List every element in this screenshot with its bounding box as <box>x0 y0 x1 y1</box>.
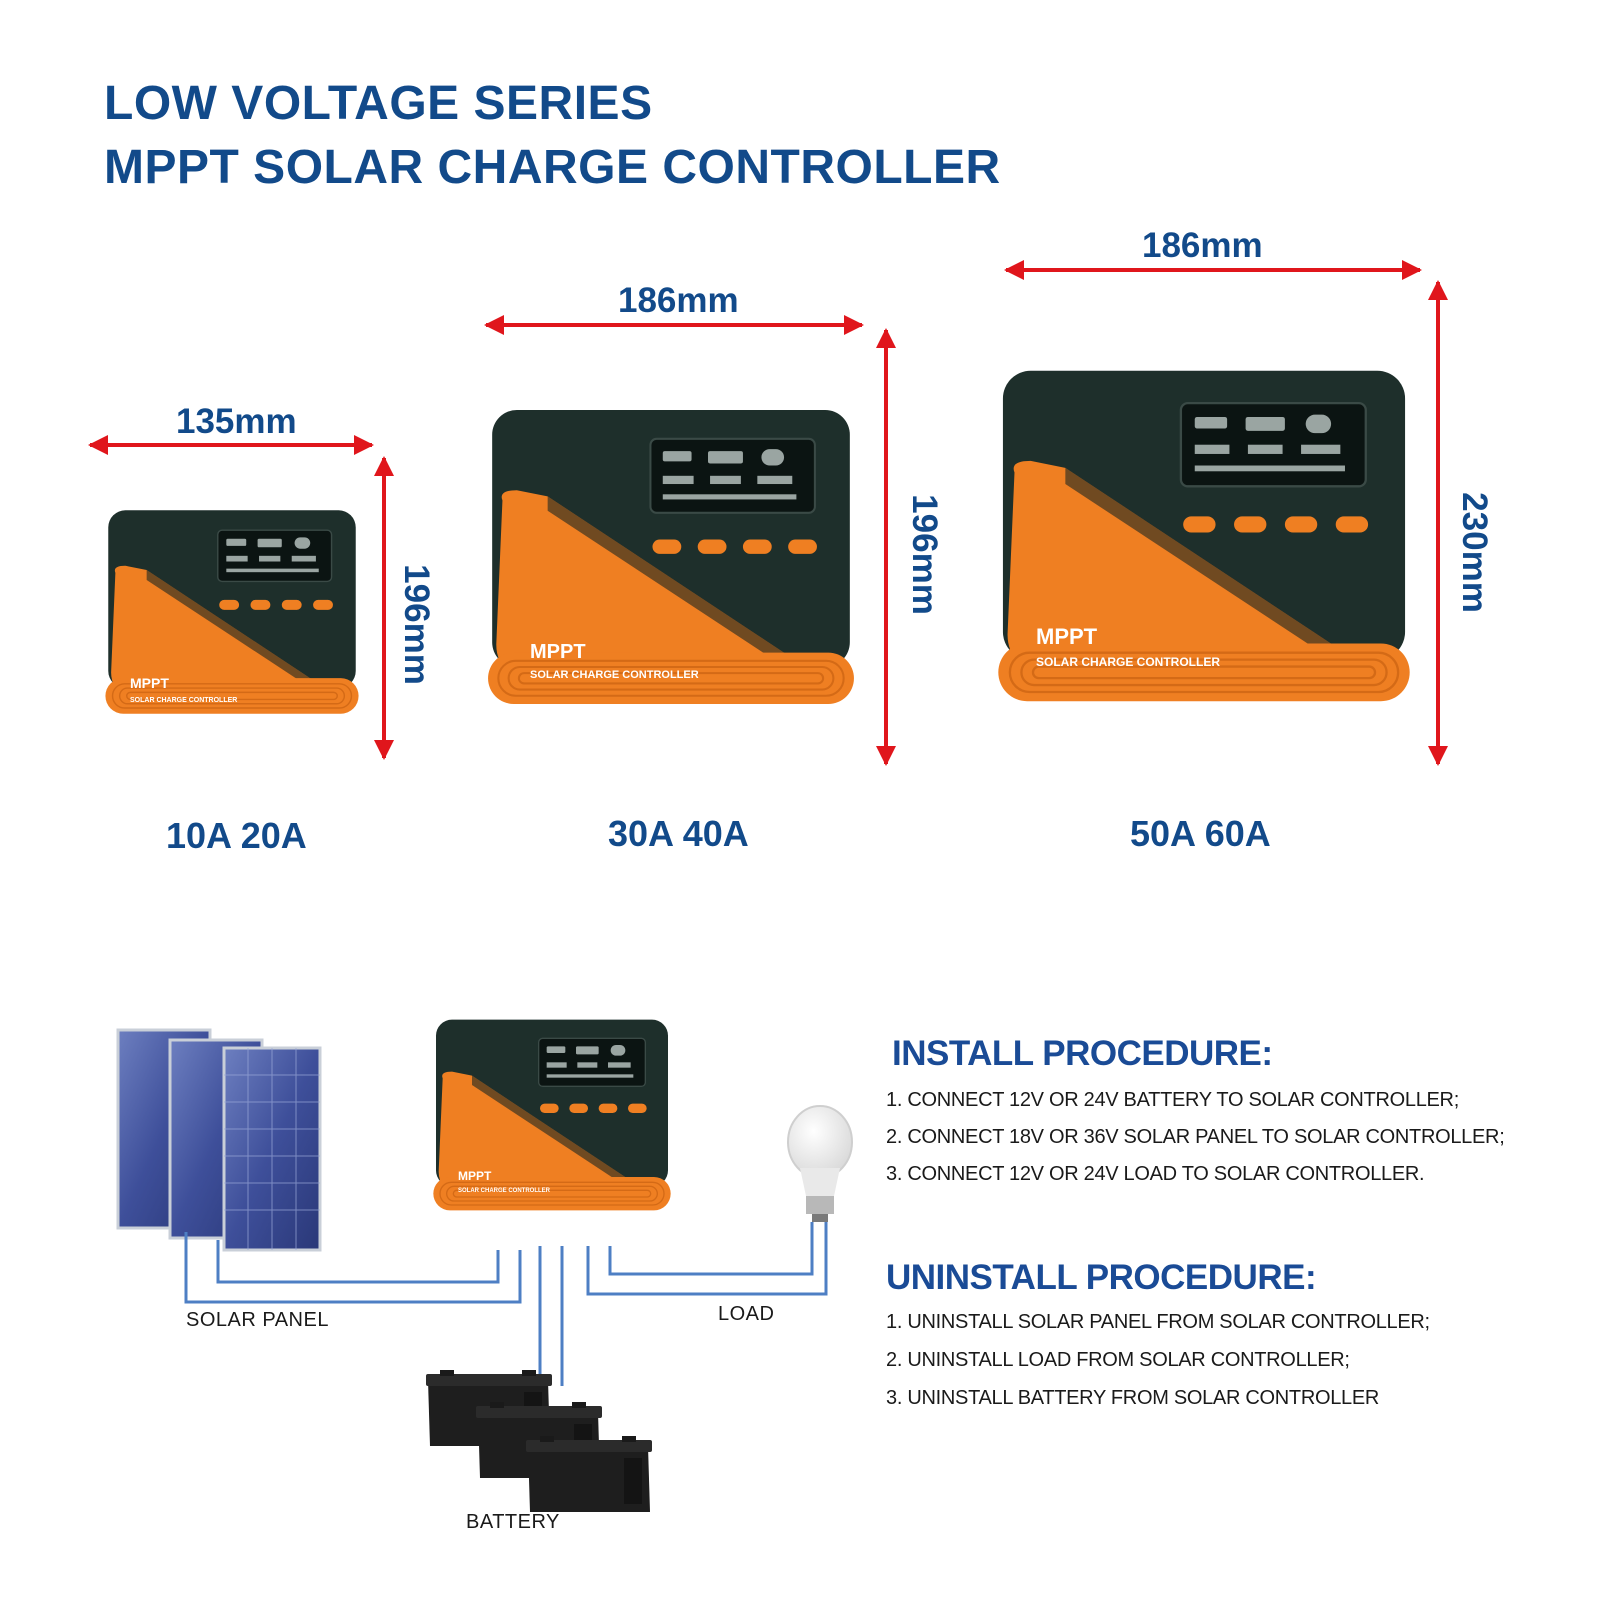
device-brand-small: MPPT <box>130 675 169 691</box>
width-label-medium: 186mm <box>618 281 739 320</box>
title-line-2: MPPT SOLAR CHARGE CONTROLLER <box>104 141 1001 194</box>
device-subtitle-small: SOLAR CHARGE CONTROLLER <box>130 697 237 704</box>
load-label: LOAD <box>718 1303 775 1325</box>
uninstall-step-2: 2. UNINSTALL LOAD FROM SOLAR CONTROLLER; <box>886 1349 1350 1371</box>
uninstall-heading: UNINSTALL PROCEDURE: <box>886 1258 1317 1297</box>
install-heading: INSTALL PROCEDURE: <box>892 1034 1273 1073</box>
height-label-large: 230mm <box>1454 492 1494 613</box>
solar-panel-label: SOLAR PANEL <box>186 1309 329 1331</box>
light-bulb-icon <box>787 1105 853 1222</box>
battery-label: BATTERY <box>466 1511 560 1533</box>
device-brand-large: MPPT <box>1036 624 1098 649</box>
height-label-small: 196mm <box>396 564 436 685</box>
device-subtitle-wiring: SOLAR CHARGE CONTROLLER <box>458 1188 551 1194</box>
wires <box>184 1222 828 1386</box>
model-label-large: 50A 60A <box>1130 813 1271 854</box>
controller-large <box>996 369 1412 703</box>
model-label-small: 10A 20A <box>166 815 307 856</box>
model-label-medium: 30A 40A <box>608 813 749 854</box>
width-label-small: 135mm <box>176 402 297 441</box>
install-step-3: 3. CONNECT 12V OR 24V LOAD TO SOLAR CONT… <box>886 1163 1425 1185</box>
device-brand-medium: MPPT <box>530 641 586 663</box>
install-step-1: 1. CONNECT 12V OR 24V BATTERY TO SOLAR C… <box>886 1089 1459 1111</box>
device-brand-wiring: MPPT <box>458 1169 492 1183</box>
battery-icon <box>426 1370 652 1512</box>
device-subtitle-large: SOLAR CHARGE CONTROLLER <box>1036 655 1220 669</box>
height-label-medium: 196mm <box>904 494 944 615</box>
title-line-1: LOW VOLTAGE SERIES <box>104 77 653 130</box>
uninstall-step-3: 3. UNINSTALL BATTERY FROM SOLAR CONTROLL… <box>886 1387 1380 1409</box>
device-subtitle-medium: SOLAR CHARGE CONTROLLER <box>530 669 699 681</box>
install-step-2: 2. CONNECT 18V OR 36V SOLAR PANEL TO SOL… <box>886 1126 1505 1148</box>
solar-panel-icon <box>116 1028 322 1252</box>
uninstall-step-1: 1. UNINSTALL SOLAR PANEL FROM SOLAR CONT… <box>886 1311 1430 1333</box>
width-label-large: 186mm <box>1142 226 1263 265</box>
